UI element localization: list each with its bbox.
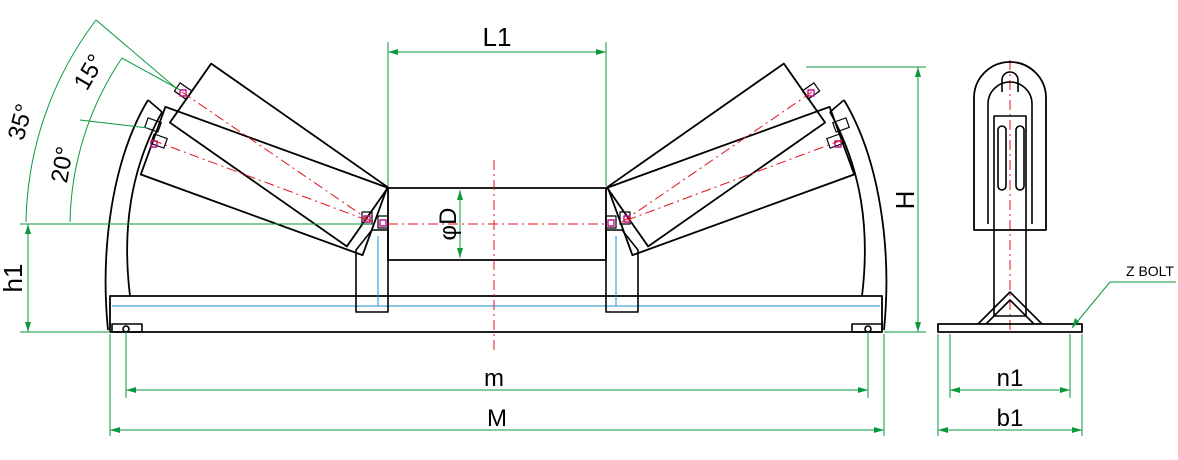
label-height1: h1: [0, 264, 28, 293]
side-slot-left: [997, 125, 1007, 191]
frame-left-inner: [126, 111, 163, 297]
label-m-big: M: [487, 405, 507, 432]
label-bolt: Z BOLT: [1126, 263, 1174, 279]
label-n1: n1: [997, 365, 1024, 392]
label-m-small: m: [484, 365, 504, 392]
label-angle-20: 20°: [46, 144, 79, 184]
label-height: H: [890, 191, 920, 210]
dimension-arrows: [25, 49, 1082, 433]
frame-right-cap: [829, 99, 845, 113]
wing-roller-left-35: [168, 62, 390, 248]
frame-right-outer: [843, 99, 888, 331]
side-base-plate: [937, 323, 1083, 333]
base-plate: [109, 295, 883, 333]
side-view: [937, 61, 1083, 333]
centerlines: [151, 60, 1011, 350]
dimensions: [20, 19, 1176, 436]
frame-right-inner: [829, 111, 866, 297]
label-diameter: φD: [435, 208, 462, 241]
side-bracket-upright: [993, 115, 1027, 317]
label-angle-35: 35°: [3, 101, 38, 143]
side-gusset-inner: [985, 299, 1035, 325]
bracket-center-right: [605, 229, 639, 313]
side-shaft-slot: [1001, 71, 1019, 92]
bolt-marks: [150, 89, 842, 227]
label-b1: b1: [997, 405, 1024, 432]
wing-roller-right-35: [605, 62, 827, 248]
side-frame-inner: [987, 81, 1033, 224]
side-slot-right: [1015, 125, 1025, 191]
base-foot-left: [111, 323, 143, 333]
front-view: [104, 62, 888, 333]
frame-left-cap: [147, 99, 163, 113]
shaft-clamps: [144, 82, 850, 229]
bracket-center-left: [355, 229, 389, 313]
frame-left-outer: [104, 99, 149, 331]
label-l1: L1: [483, 22, 512, 52]
side-frame-outer: [973, 61, 1047, 231]
side-gusset: [977, 291, 1043, 325]
base-foot-right: [851, 323, 883, 333]
